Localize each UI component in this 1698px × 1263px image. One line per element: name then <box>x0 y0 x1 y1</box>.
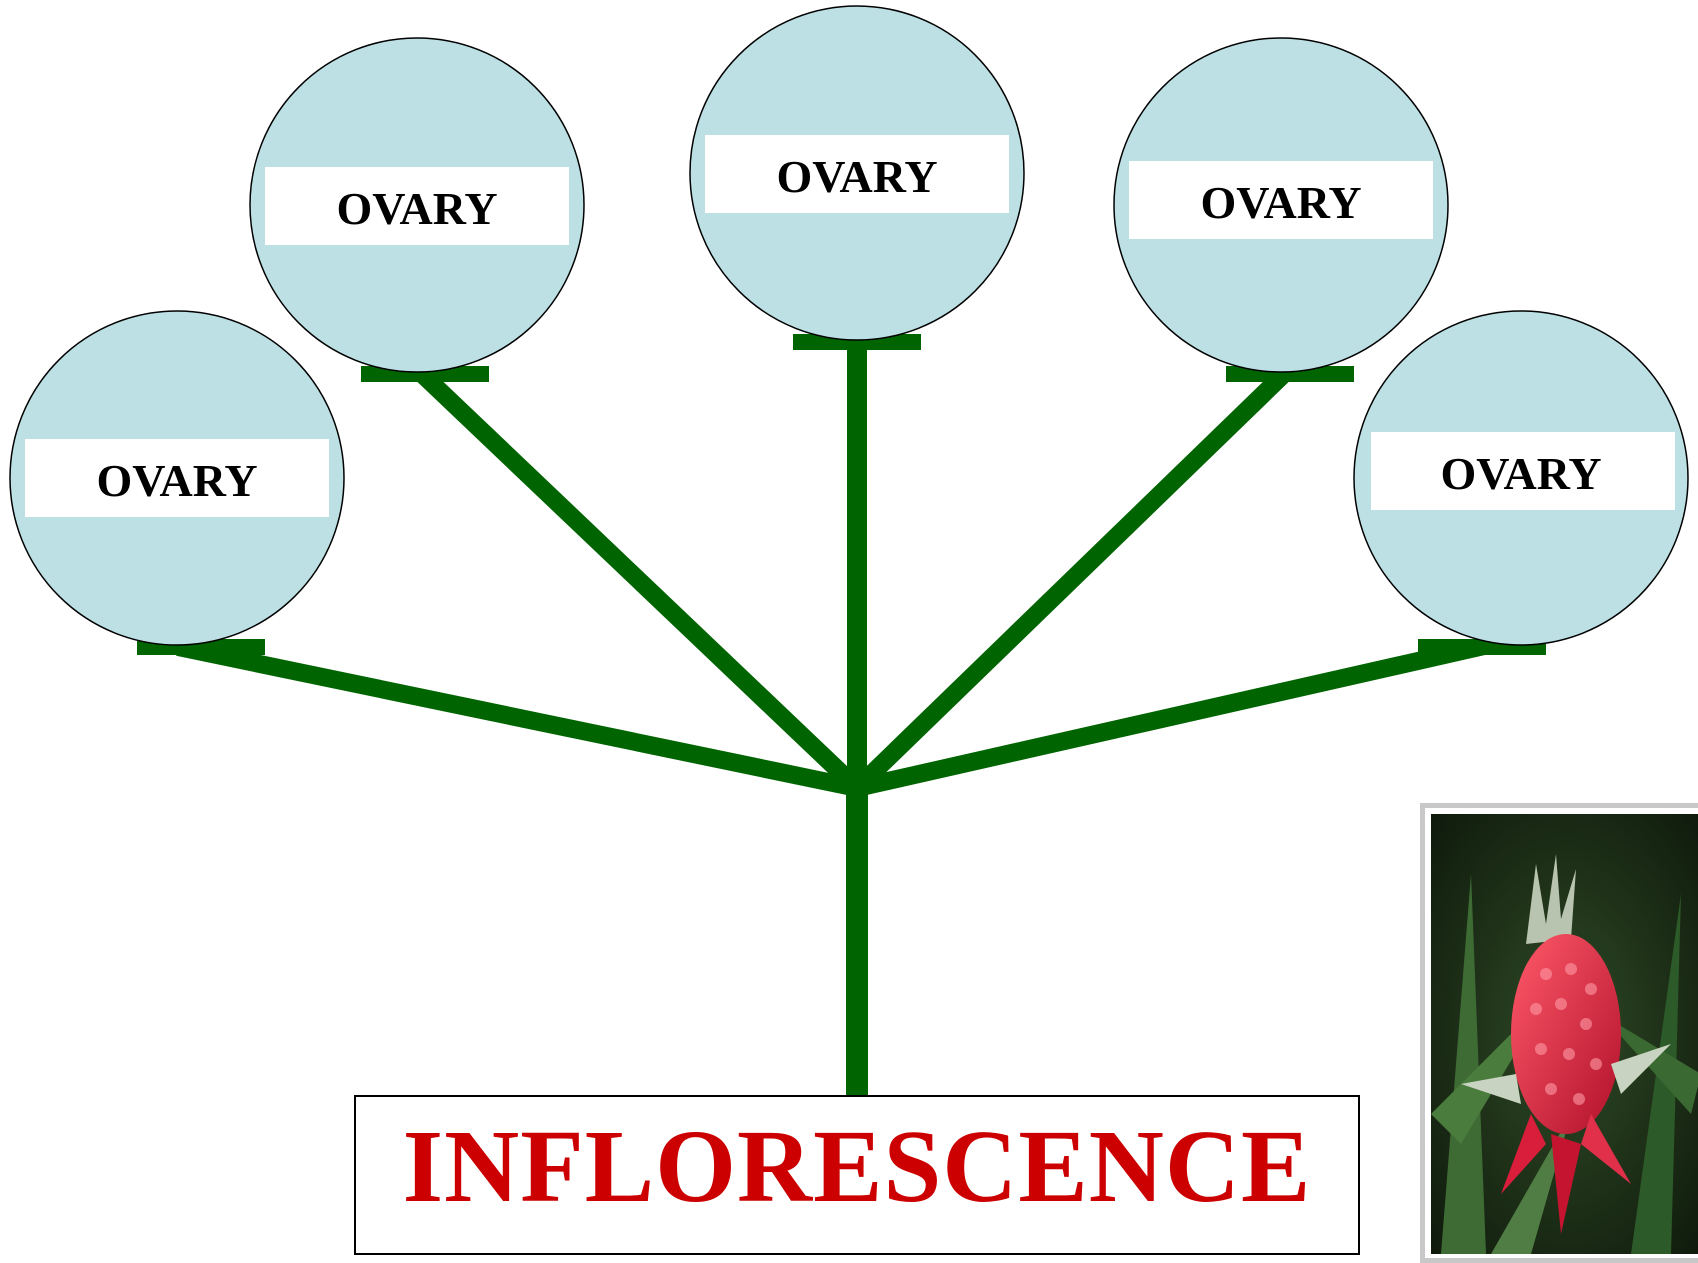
ovary-label: OVARY <box>776 151 937 202</box>
ovary-label-box <box>1371 432 1675 510</box>
ovary-label-box <box>25 439 329 517</box>
stem-right <box>850 365 1293 795</box>
stem-far-right <box>855 635 1495 797</box>
stem-far-left <box>176 638 859 797</box>
ovary-label-box <box>705 135 1009 213</box>
pineapple-flower-icon <box>1431 814 1698 1254</box>
stem-group <box>137 334 1546 1095</box>
ovary-label: OVARY <box>336 183 497 234</box>
ovary-label: OVARY <box>1440 448 1601 499</box>
ovary-label-box <box>265 167 569 245</box>
title-box: INFLORESCENCE <box>354 1095 1360 1255</box>
ovary-far-right: OVARY <box>1353 310 1689 646</box>
ovary-label-box <box>1129 161 1433 239</box>
inflorescence-title: INFLORESCENCE <box>402 1109 1312 1224</box>
ovary-right: OVARY <box>1113 37 1449 373</box>
ovary-far-left: OVARY <box>9 310 345 646</box>
ovary-left: OVARY <box>249 37 585 373</box>
pineapple-flower-photo <box>1420 803 1698 1263</box>
stem-left <box>413 365 864 795</box>
ovary-label: OVARY <box>96 455 257 506</box>
ovary-center: OVARY <box>689 5 1025 341</box>
ovary-label: OVARY <box>1200 177 1361 228</box>
